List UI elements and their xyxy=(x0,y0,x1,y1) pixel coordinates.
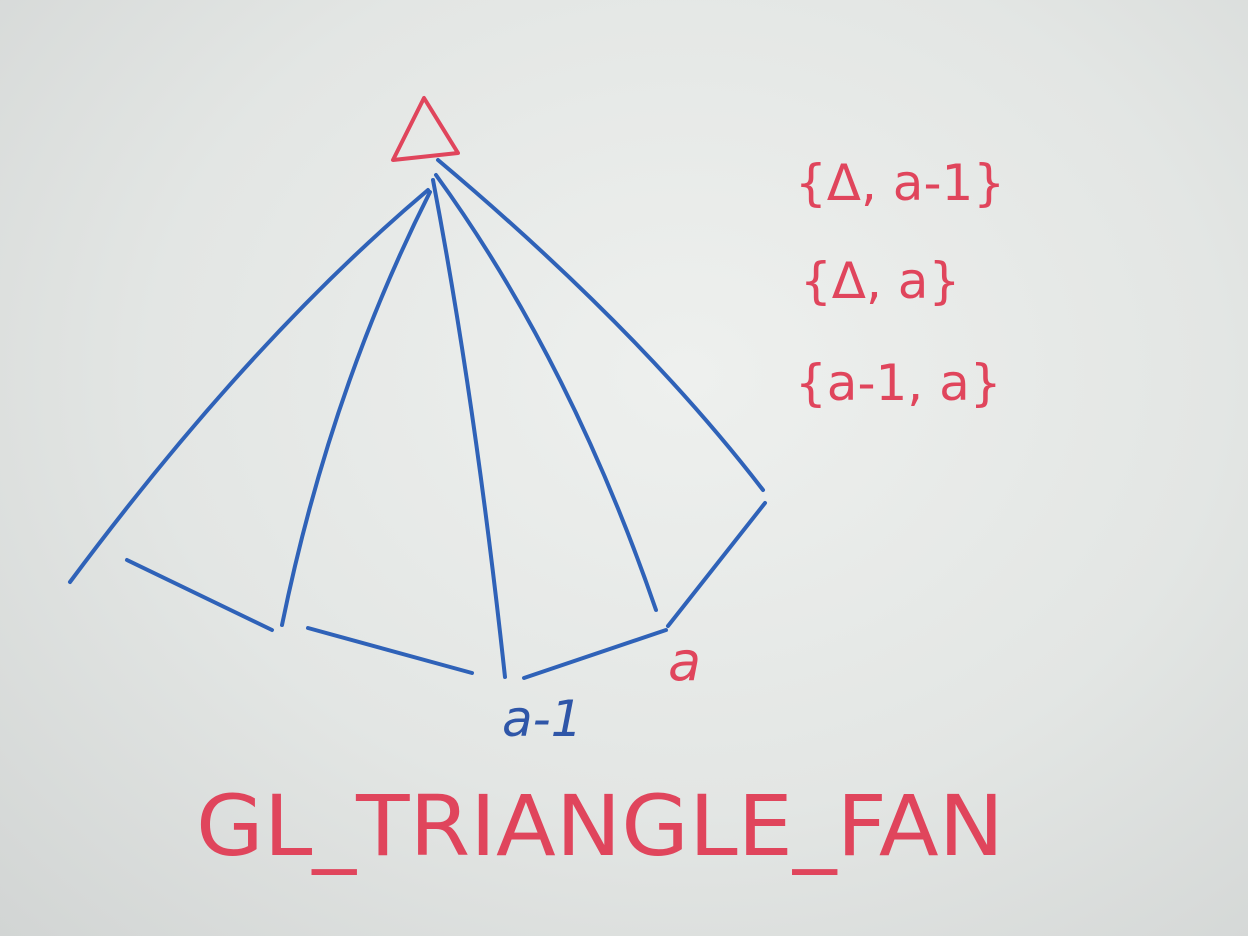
apex-triangle-shape xyxy=(391,96,460,162)
triangle-sets-list: {Δ, a-1} {Δ, a} {a-1, a} xyxy=(795,154,1005,412)
fan-perimeter xyxy=(125,501,767,680)
spoke-1 xyxy=(68,188,430,584)
edge-1 xyxy=(125,558,274,632)
spoke-4 xyxy=(434,173,658,612)
vertex-label-current: a xyxy=(668,630,701,693)
fan-spokes xyxy=(68,158,765,679)
triangle-set-2: {Δ, a} xyxy=(800,252,960,310)
diagram-caption: GL_TRIANGLE_FAN xyxy=(196,777,1004,875)
spoke-5 xyxy=(436,158,765,492)
triangle-set-1: {Δ, a-1} xyxy=(795,154,1005,212)
vertex-label-previous: a-1 xyxy=(502,690,583,748)
spoke-2 xyxy=(280,190,432,627)
spoke-3 xyxy=(431,178,507,679)
edge-2 xyxy=(306,626,474,675)
edge-4 xyxy=(666,501,767,628)
triangle-set-3: {a-1, a} xyxy=(795,354,1002,412)
edge-3 xyxy=(522,628,668,680)
